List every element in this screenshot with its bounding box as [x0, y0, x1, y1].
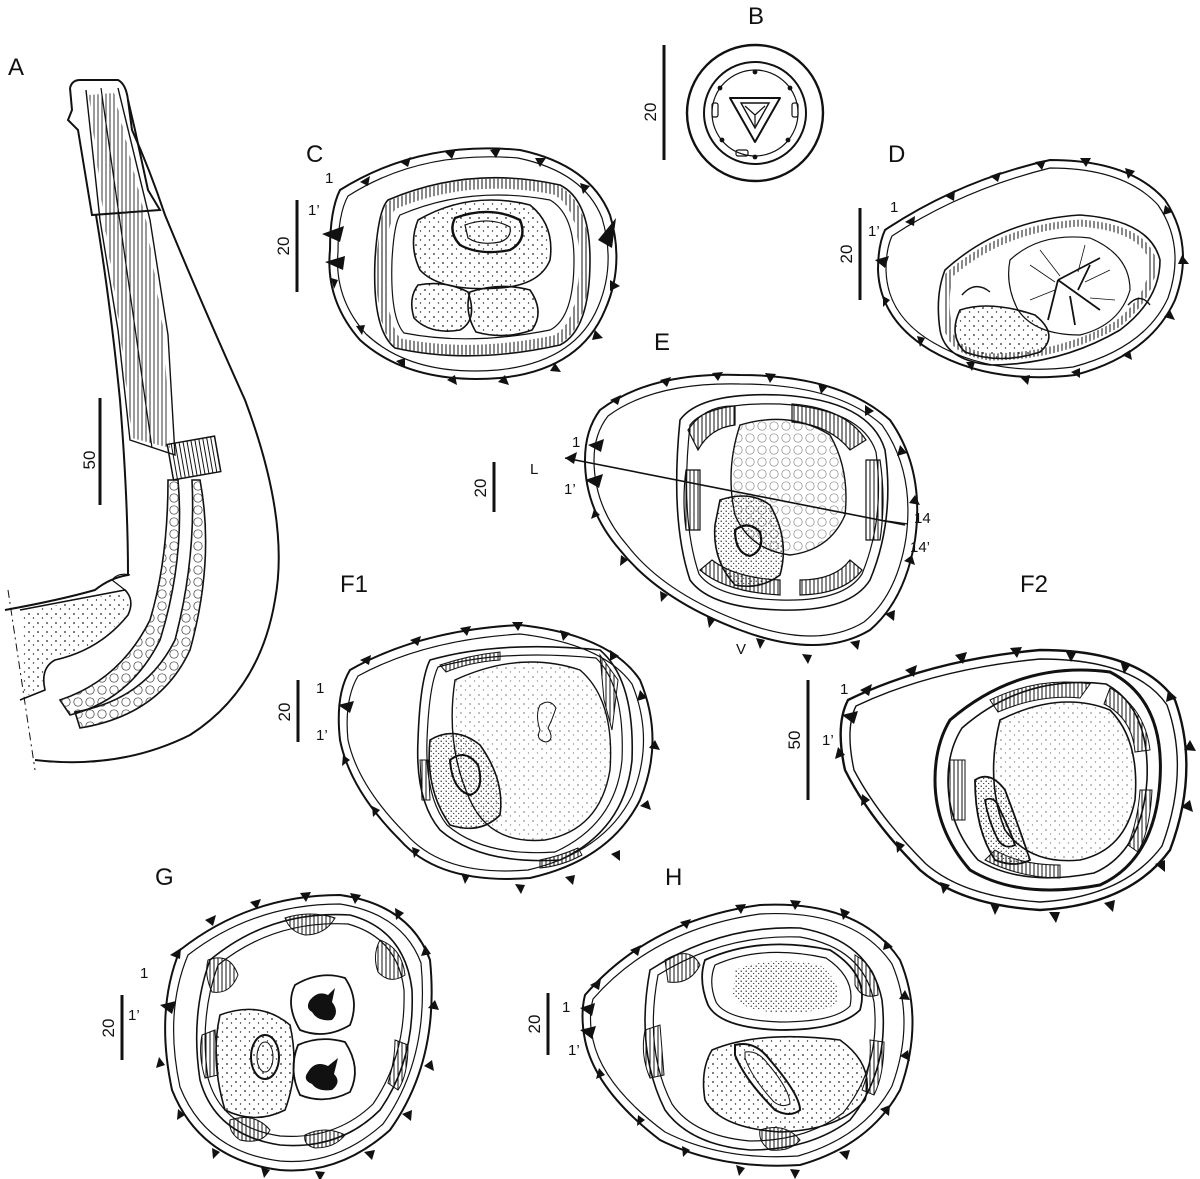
panel-e-label: E — [654, 329, 670, 356]
panel-e-mark-1: 1 — [572, 434, 580, 451]
panel-a-drawing — [4, 79, 280, 771]
panel-f2-drawing — [806, 647, 1196, 923]
panel-g-scale-text: 20 — [99, 1019, 118, 1038]
panel-g-mark-1p: 1’ — [128, 1007, 140, 1024]
panel-h-drawing — [546, 900, 914, 1179]
panel-b-drawing — [662, 43, 825, 183]
panel-d-drawing — [858, 158, 1189, 385]
panel-e-drawing — [492, 372, 920, 664]
panel-e-mark-1p: 1’ — [564, 481, 576, 498]
panel-f1-mark-1p: 1’ — [316, 727, 328, 744]
panel-c-label: C — [306, 141, 323, 168]
panel-f1-drawing — [296, 622, 660, 894]
panel-f2-scale-text: 50 — [785, 731, 804, 750]
panel-e-mark-14: 14 — [914, 510, 931, 527]
panel-h-label: H — [665, 864, 682, 891]
panel-e-mark-ventral: V — [736, 641, 746, 658]
panel-a-scale-text: 50 — [80, 451, 99, 470]
panel-f2-label: F2 — [1020, 571, 1048, 598]
panel-a-label: A — [8, 54, 24, 81]
panel-d-mark-1: 1 — [890, 199, 898, 216]
panel-h-mark-1: 1 — [562, 999, 570, 1016]
panel-c-drawing — [295, 147, 620, 385]
panel-e-scale-text: 20 — [471, 479, 490, 498]
panel-c-scale-text: 20 — [274, 237, 293, 256]
panel-c-mark-1: 1 — [325, 170, 333, 187]
panel-e-mark-lateral: L — [530, 461, 538, 478]
panel-e-mark-14p: 14’ — [910, 539, 930, 556]
panel-g-drawing — [120, 892, 439, 1179]
panel-f2-mark-1: 1 — [840, 681, 848, 698]
panel-f2-mark-1p: 1’ — [822, 732, 834, 749]
panel-g-mark-1: 1 — [140, 965, 148, 982]
panel-b-label: B — [748, 3, 764, 30]
panel-d-mark-1p: 1’ — [868, 223, 880, 240]
panel-f1-mark-1: 1 — [316, 680, 324, 697]
panel-c-mark-1p: 1’ — [308, 202, 320, 219]
panel-d-label: D — [888, 141, 905, 168]
panel-b-scale-text: 20 — [641, 103, 660, 122]
panel-h-scale-text: 20 — [525, 1015, 544, 1034]
panel-h-mark-1p: 1’ — [568, 1042, 580, 1059]
panel-g-label: G — [155, 864, 174, 891]
panel-f1-scale-text: 20 — [275, 703, 294, 722]
panel-d-scale-text: 20 — [837, 245, 856, 264]
panel-f1-label: F1 — [340, 571, 368, 598]
